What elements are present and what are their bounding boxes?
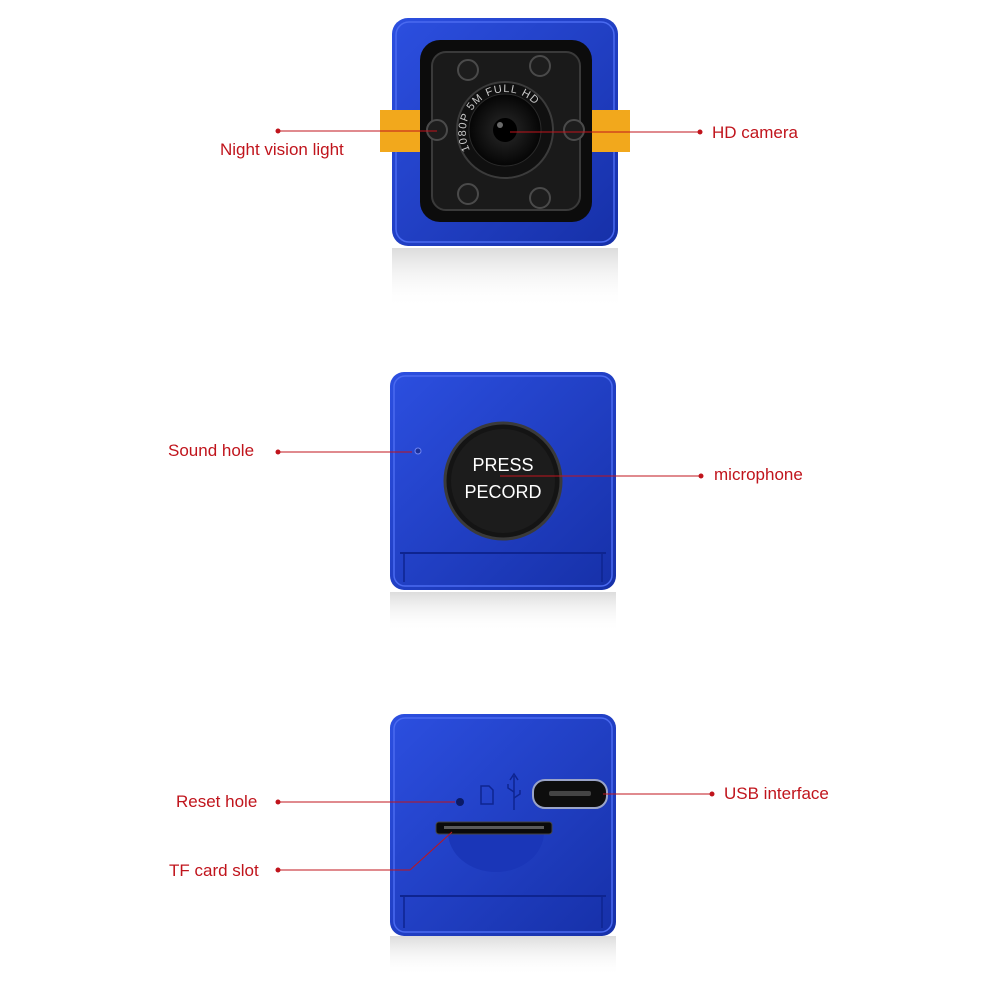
button-text-line1: PRESS bbox=[472, 455, 534, 475]
label-tf-card-slot: TF card slot bbox=[169, 861, 259, 880]
label-night-vision-light: Night vision light bbox=[220, 140, 344, 159]
camera-body-bottom bbox=[390, 714, 616, 936]
label-usb-interface: USB interface bbox=[724, 784, 829, 803]
label-reset-hole: Reset hole bbox=[176, 792, 258, 811]
sd-card-icon bbox=[480, 785, 494, 805]
front-view: 1080P 5M FULL HD bbox=[275, 18, 703, 308]
label-microphone: microphone bbox=[714, 465, 803, 484]
usb-symbol-icon bbox=[507, 772, 521, 810]
hd-lens-icon bbox=[456, 81, 554, 179]
sound-hole-icon bbox=[414, 447, 422, 455]
button-text-line2: PECORD bbox=[464, 482, 542, 502]
tf-card-slot[interactable] bbox=[435, 821, 553, 835]
reflection bbox=[392, 248, 618, 308]
record-button-label: PRESS PECORD bbox=[445, 452, 561, 506]
night-vision-led-icon bbox=[426, 55, 585, 209]
label-sound-hole: Sound hole bbox=[168, 441, 255, 460]
usb-port[interactable] bbox=[532, 779, 608, 809]
reset-hole-icon[interactable] bbox=[456, 798, 464, 806]
yellow-band-right bbox=[588, 110, 630, 152]
label-hd-camera: HD camera bbox=[712, 123, 798, 142]
